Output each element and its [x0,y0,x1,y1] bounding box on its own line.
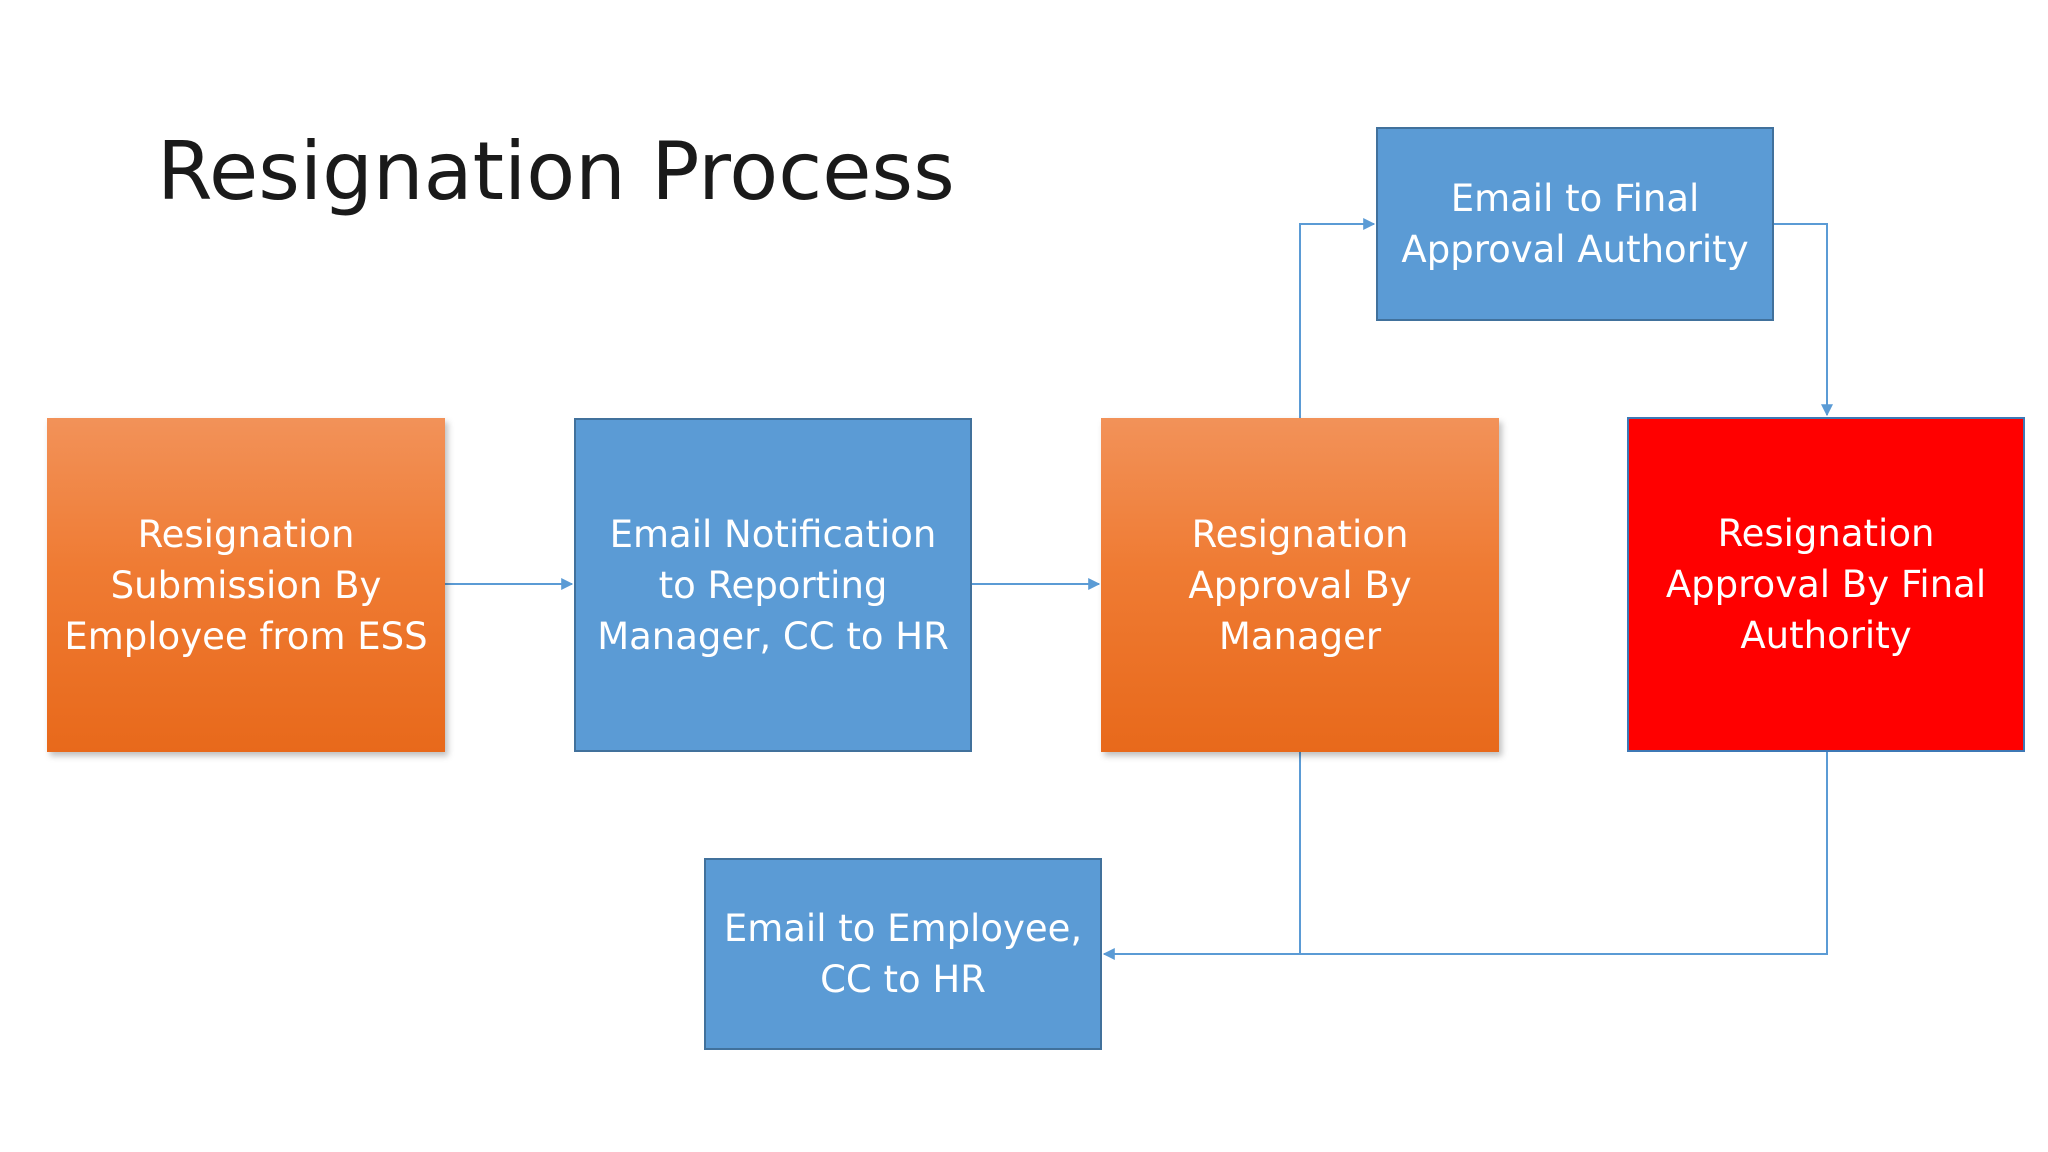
slide-title: Resignation Process [157,125,955,218]
step-email-employee-box: Email to Employee, CC to HR [704,858,1102,1050]
step-notification-label: Email Notification to Reporting Manager,… [597,512,949,658]
step-email-employee-label: Email to Employee, CC to HR [723,907,1083,1001]
step-email-final-authority-box: Email to Final Approval Authority [1376,127,1774,321]
arrow-email-final-to-final-approval [1774,223,1833,417]
arrow-final-approval-to-email-employee [1102,752,1828,960]
step-manager-approval-box: Resignation Approval By Manager [1101,418,1499,752]
step-notification-box: Email Notification to Reporting Manager,… [574,418,972,752]
step-submission-box: Resignation Submission By Employee from … [47,418,445,752]
step-final-approval-box: Resignation Approval By Final Authority [1627,417,2025,752]
arrow-manager-to-email-final [1299,218,1376,418]
step-submission-label: Resignation Submission By Employee from … [64,512,428,658]
step-email-final-authority-label: Email to Final Approval Authority [1401,177,1749,271]
step-final-approval-label: Resignation Approval By Final Authority [1665,512,1987,657]
step-manager-approval-label: Resignation Approval By Manager [1188,512,1412,658]
